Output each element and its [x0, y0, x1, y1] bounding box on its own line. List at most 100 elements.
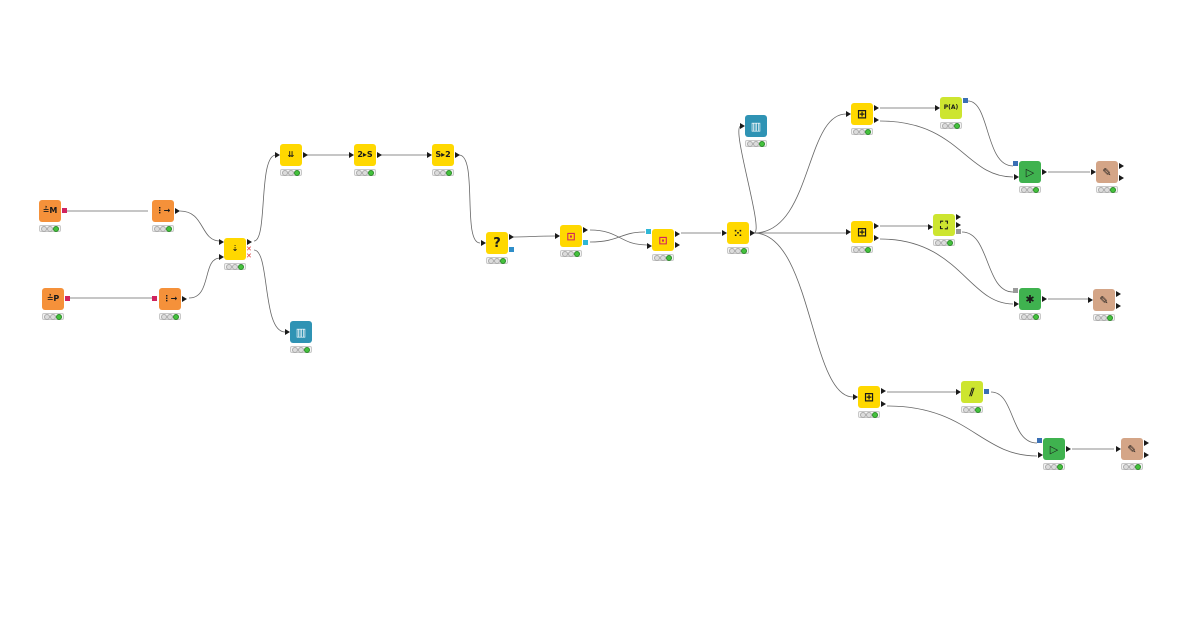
table-input-port[interactable]: [1091, 169, 1096, 175]
logistic-regression-learner-icon[interactable]: ⫽: [961, 381, 983, 403]
table-output-port[interactable]: [583, 227, 588, 233]
table-input-port[interactable]: [481, 240, 486, 246]
table-input-port[interactable]: [928, 224, 933, 230]
number-to-string-icon[interactable]: 2▸S: [354, 144, 376, 166]
table-input-port[interactable]: [846, 229, 851, 235]
table-output-port[interactable]: [675, 242, 680, 248]
normalizer-apply-icon[interactable]: ⊡: [652, 229, 674, 251]
scorer-icon[interactable]: ✎: [1121, 438, 1143, 460]
connection[interactable]: [179, 210, 221, 242]
db-query-icon[interactable]: ⋮→: [152, 200, 174, 222]
connection[interactable]: [990, 391, 1038, 444]
table-input-port[interactable]: [846, 111, 851, 117]
table-input-port[interactable]: [1014, 174, 1019, 180]
table-output-port[interactable]: [509, 234, 514, 240]
joiner-icon[interactable]: ⇣: [224, 238, 246, 260]
db-input-port[interactable]: [152, 296, 157, 301]
connection[interactable]: [458, 154, 481, 244]
table-input-port[interactable]: [285, 329, 290, 335]
connection[interactable]: [753, 232, 854, 398]
table-input-port[interactable]: [1088, 297, 1093, 303]
model-output-port[interactable]: [963, 98, 968, 103]
table-input-port[interactable]: [853, 394, 858, 400]
table-output-port[interactable]: [874, 235, 879, 241]
table-input-port[interactable]: [740, 123, 745, 129]
connection[interactable]: [589, 229, 648, 246]
connection[interactable]: [738, 125, 757, 234]
db-output-port[interactable]: [65, 296, 70, 301]
connection[interactable]: [961, 231, 1014, 293]
table-output-port[interactable]: [1042, 296, 1047, 302]
partitioning-icon[interactable]: ⊞: [851, 103, 873, 125]
model-output-port[interactable]: [675, 231, 680, 237]
table-output-port[interactable]: [956, 214, 961, 220]
connection[interactable]: [886, 405, 1038, 457]
connection[interactable]: [253, 154, 277, 242]
concatenate-icon[interactable]: ⇊: [280, 144, 302, 166]
model-input-port[interactable]: [1037, 438, 1042, 443]
table-output-port[interactable]: [1042, 169, 1047, 175]
table-output-port[interactable]: [377, 152, 382, 158]
table-output-port[interactable]: [956, 222, 961, 228]
table-input-port[interactable]: [1038, 452, 1043, 458]
table-input-port[interactable]: [935, 105, 940, 111]
partitioning-icon[interactable]: ⊞: [851, 221, 873, 243]
table-output-port[interactable]: [1066, 446, 1071, 452]
table-output-port[interactable]: [750, 230, 755, 236]
table-output-port[interactable]: [247, 239, 252, 245]
db-reader-icon[interactable]: ≟P: [42, 288, 64, 310]
model-output-port[interactable]: [509, 247, 514, 252]
naive-bayes-learner-icon[interactable]: P(A): [940, 97, 962, 119]
naive-bayes-predictor-icon[interactable]: ▷: [1019, 161, 1041, 183]
connection[interactable]: [188, 257, 221, 299]
model-output-port[interactable]: [956, 229, 961, 234]
table-output-port[interactable]: [1119, 163, 1124, 169]
table-input-port[interactable]: [275, 152, 280, 158]
decision-tree-learner-icon[interactable]: ⛶: [933, 214, 955, 236]
table-output-port[interactable]: [1144, 440, 1149, 446]
model-input-port[interactable]: [646, 229, 651, 234]
table-output-port[interactable]: [874, 117, 879, 123]
table-output-port[interactable]: [1116, 303, 1121, 309]
connection[interactable]: [753, 113, 847, 234]
string-to-number-icon[interactable]: S▸2: [432, 144, 454, 166]
model-output-port[interactable]: [984, 389, 989, 394]
connection[interactable]: [589, 231, 646, 243]
color-manager-icon[interactable]: ⁙: [727, 222, 749, 244]
table-input-port[interactable]: [349, 152, 354, 158]
table-input-port[interactable]: [647, 243, 652, 249]
scorer-icon[interactable]: ✎: [1096, 161, 1118, 183]
model-input-port[interactable]: [1013, 161, 1018, 166]
table-output-port[interactable]: [1144, 452, 1149, 458]
table-output-port[interactable]: [881, 388, 886, 394]
decision-tree-predictor-icon[interactable]: ✱: [1019, 288, 1041, 310]
logistic-regression-predictor-icon[interactable]: ▷: [1043, 438, 1065, 460]
table-input-port[interactable]: [722, 230, 727, 236]
table-input-port[interactable]: [555, 233, 560, 239]
model-output-port[interactable]: [583, 240, 588, 245]
table-input-port[interactable]: [219, 254, 224, 260]
table-input-port[interactable]: [427, 152, 432, 158]
table-input-port[interactable]: [1116, 446, 1121, 452]
connection[interactable]: [967, 100, 1014, 167]
missing-value-icon[interactable]: ?: [486, 232, 508, 254]
scorer-icon[interactable]: ✎: [1093, 289, 1115, 311]
table-output-port[interactable]: [881, 401, 886, 407]
table-output-port[interactable]: [455, 152, 460, 158]
bar-chart-icon[interactable]: ▥: [290, 321, 312, 343]
connection[interactable]: [879, 238, 1014, 305]
table-input-port[interactable]: [219, 239, 224, 245]
partitioning-icon[interactable]: ⊞: [858, 386, 880, 408]
table-output-port[interactable]: [303, 152, 308, 158]
db-reader-icon[interactable]: ≟M: [39, 200, 61, 222]
table-output-port[interactable]: [182, 296, 187, 302]
table-output-port[interactable]: [874, 105, 879, 111]
db-query-icon[interactable]: ⋮→: [159, 288, 181, 310]
table-output-port[interactable]: [175, 208, 180, 214]
table-output-port[interactable]: [1119, 175, 1124, 181]
db-output-port[interactable]: [62, 208, 67, 213]
model-input-port[interactable]: [1013, 288, 1018, 293]
bar-chart-icon[interactable]: ▥: [745, 115, 767, 137]
connection[interactable]: [879, 120, 1014, 178]
table-input-port[interactable]: [956, 389, 961, 395]
